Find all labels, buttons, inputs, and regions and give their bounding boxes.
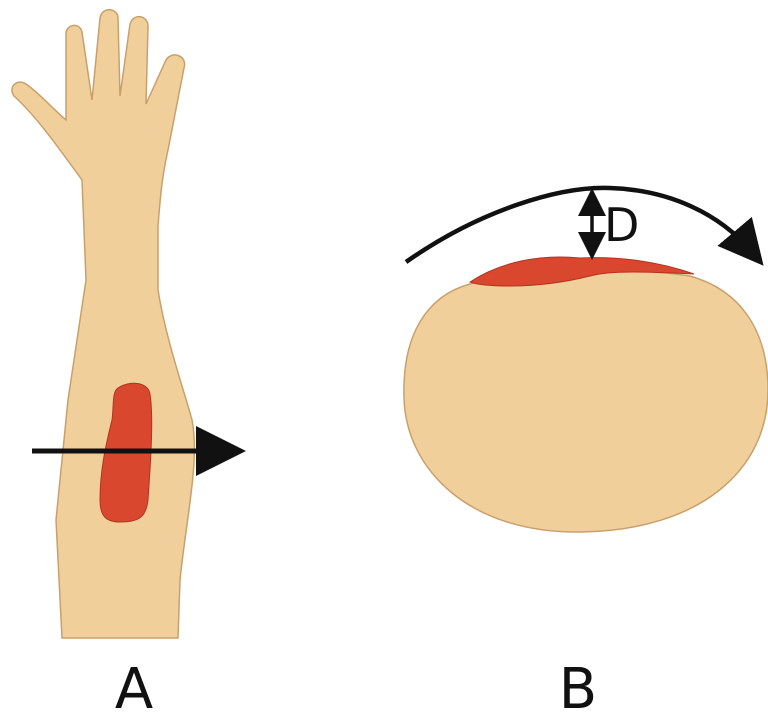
cross-section-body [404, 269, 768, 532]
arm-silhouette [12, 10, 194, 638]
panel-b: D B [404, 188, 768, 717]
panel-b-label: B [559, 657, 597, 717]
depth-label: D [604, 198, 639, 252]
curved-arrow [406, 188, 752, 262]
panel-a-label: A [115, 657, 153, 717]
panel-a: A [12, 10, 226, 717]
